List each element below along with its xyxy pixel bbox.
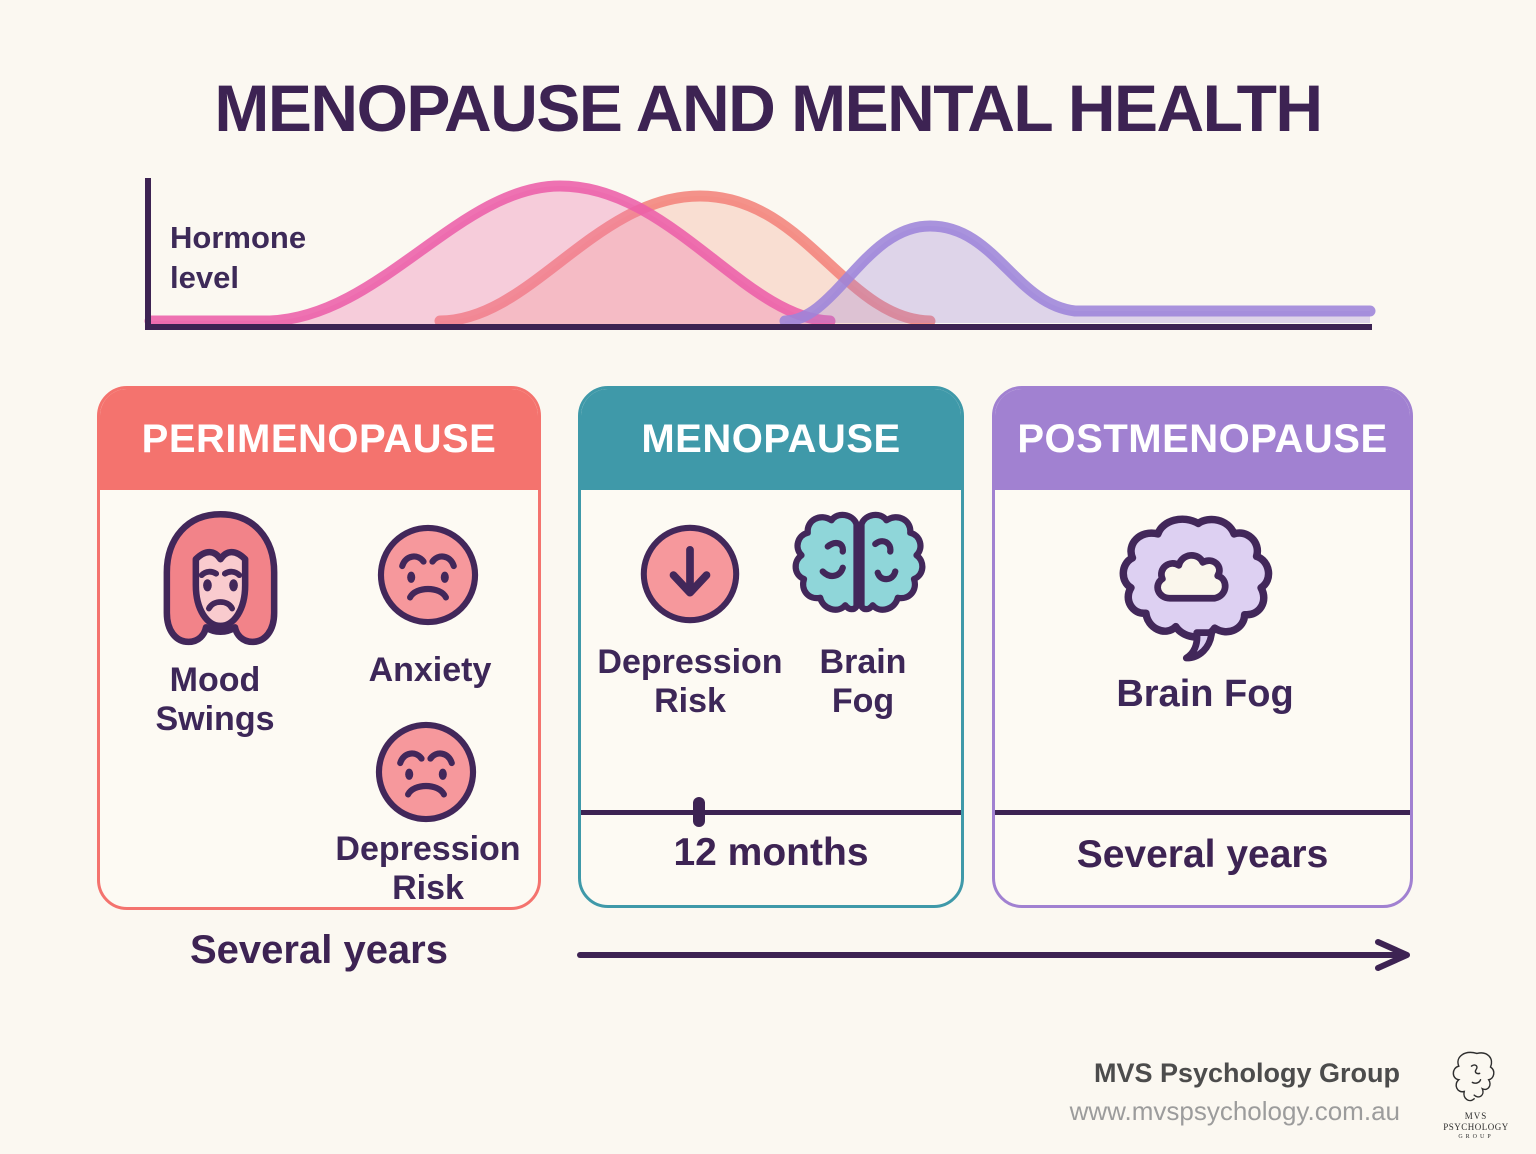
footer-company: MVS Psychology Group [1093, 1058, 1400, 1088]
coral-curve [434, 190, 936, 327]
timeline-arrow-icon [577, 939, 1410, 971]
coral-curve-area [440, 196, 930, 324]
timeline-marker [693, 797, 705, 827]
brain-fog-cloud-icon [1119, 515, 1273, 662]
purple-curve [779, 220, 1376, 327]
item-label-brain-fog: Brain Fog [819, 643, 907, 721]
brain-icon [792, 511, 926, 613]
pink-curve [144, 180, 836, 327]
footer-text: MVS Psychology Group www.mvspsychology.c… [1070, 1058, 1400, 1127]
hormone-level-chart [144, 178, 1376, 330]
timeline-divider [995, 810, 1410, 815]
item-label-depression-risk: Depression Risk [335, 830, 521, 908]
timeline-divider [581, 810, 961, 815]
mvs-logo-face-icon [1452, 1051, 1495, 1102]
card-postmenopause-header: POSTMENOPAUSE [995, 389, 1410, 490]
item-label-depression-risk: Depression Risk [597, 643, 783, 721]
woman-sad-face-icon [163, 510, 278, 646]
perimenopause-duration: Several years [189, 928, 448, 972]
worried-face-icon [375, 721, 477, 823]
purple-curve-area [785, 226, 1370, 323]
chart-axes [145, 178, 1372, 330]
postmenopause-duration: Several years [1076, 833, 1329, 876]
mvs-logo-text: PSYCHOLOGY [1443, 1122, 1509, 1132]
card-title: POSTMENOPAUSE [1017, 417, 1388, 461]
item-label-anxiety: Anxiety [368, 651, 492, 689]
card-menopause: MENOPAUSE Depression Risk Brain Fog 12 m… [578, 386, 964, 908]
mvs-logo-text: GROUP [1458, 1134, 1494, 1140]
card-perimenopause-header: PERIMENOPAUSE [100, 389, 538, 490]
mvs-logo: MVS PSYCHOLOGY GROUP [1438, 1048, 1514, 1140]
menopause-duration: 12 months [673, 831, 869, 874]
hormone-ylabel: Hormone level [170, 220, 307, 295]
item-label-mood-swings: Mood Swings [155, 661, 275, 739]
mvs-logo-text: MVS [1464, 1111, 1488, 1121]
decrease-circle-icon [640, 524, 740, 624]
card-postmenopause: POSTMENOPAUSE Brain Fog Several years [992, 386, 1413, 908]
card-title: MENOPAUSE [641, 417, 901, 461]
footer-website: www.mvspsychology.com.au [1069, 1096, 1400, 1126]
item-label-brain-fog: Brain Fog [1116, 673, 1294, 715]
card-title: PERIMENOPAUSE [141, 417, 497, 461]
page-title: MENOPAUSE AND MENTAL HEALTH [214, 71, 1323, 145]
card-perimenopause: PERIMENOPAUSE Mood Swings Anxiety Depres… [97, 386, 541, 910]
worried-face-icon [377, 524, 479, 626]
card-menopause-header: MENOPAUSE [581, 389, 961, 490]
